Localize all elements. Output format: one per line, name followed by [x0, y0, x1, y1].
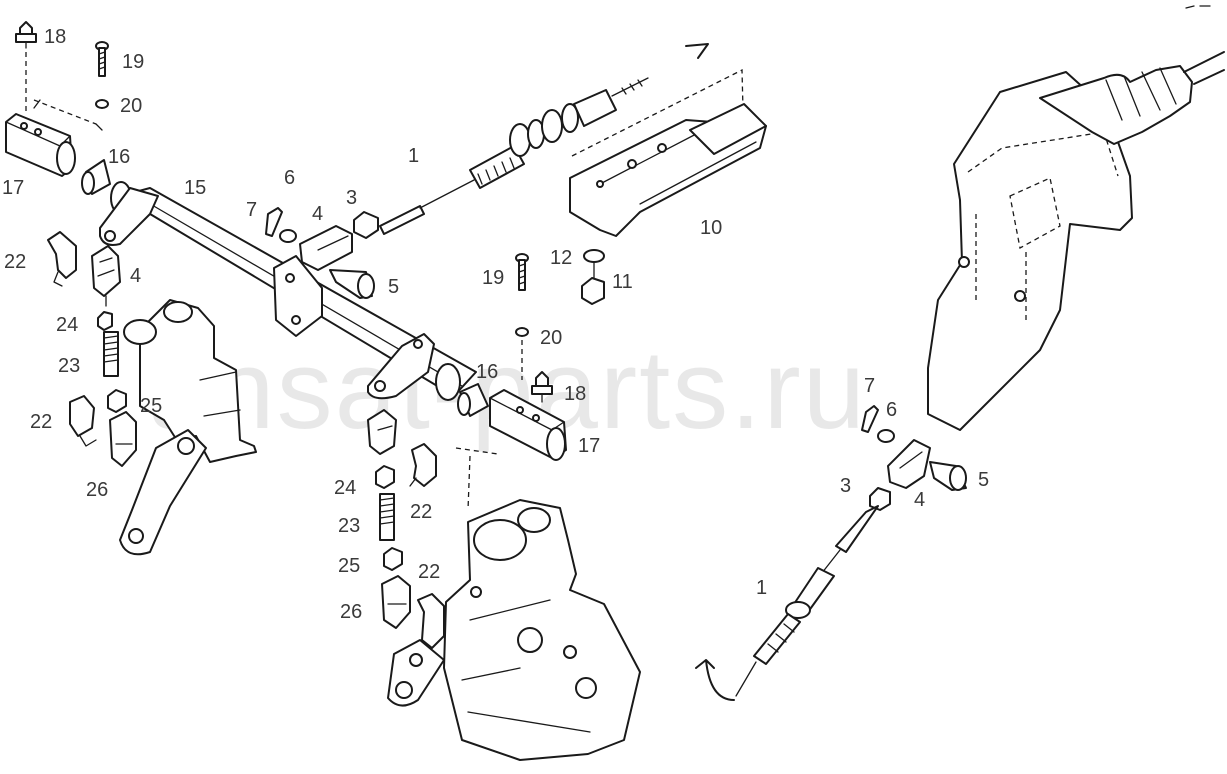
bushing-16-right	[457, 383, 489, 417]
spring-clip-22-a	[47, 231, 77, 287]
callout-6-b: 6	[886, 399, 897, 421]
callout-24-b: 24	[334, 477, 356, 499]
callout-18-top: 18	[44, 26, 66, 48]
nipple-18-right	[531, 371, 553, 403]
callout-12: 12	[550, 247, 572, 269]
nut-25-a	[107, 389, 127, 413]
callout-22-c: 22	[410, 501, 432, 523]
bushing-16-left	[81, 159, 111, 195]
callout-11: 11	[612, 271, 633, 293]
accelerator-pedal	[927, 5, 1225, 431]
clevis-4-left	[91, 245, 121, 307]
pin-5-a	[329, 269, 375, 299]
nut-3-b	[869, 487, 891, 511]
sleeve-17-right	[489, 389, 567, 461]
split-pin-7-b	[861, 405, 879, 433]
callout-17-left: 17	[2, 177, 24, 199]
clevis-26-b	[381, 575, 411, 629]
bolt-19-middle	[515, 253, 529, 291]
clevis-4-pedal	[887, 439, 931, 489]
threaded-rod-23-a	[103, 331, 119, 377]
callout-22-b: 22	[30, 411, 52, 433]
callout-23-b: 23	[338, 515, 360, 537]
callout-15: 15	[184, 177, 206, 199]
callout-4-pedal: 4	[914, 489, 925, 511]
callout-1-pedal: 1	[756, 577, 767, 599]
callout-25-b: 25	[338, 555, 360, 577]
nut-24-b	[375, 465, 395, 489]
nut-25-b	[383, 547, 403, 571]
callout-7-b: 7	[864, 375, 875, 397]
callout-23-a: 23	[58, 355, 80, 377]
callout-19-middle: 19	[482, 267, 504, 289]
spring-clip-22-b	[69, 395, 97, 447]
nut-3-a	[353, 211, 379, 239]
sleeve-17-left	[5, 99, 103, 177]
washer-20-middle	[515, 327, 529, 380]
bracket-10	[569, 68, 767, 237]
clevis-26-a	[109, 411, 137, 467]
threaded-rod-23-b	[379, 493, 395, 541]
callout-16-right: 16	[476, 361, 498, 383]
bolt-11	[581, 261, 605, 305]
control-cable-1-pedal	[695, 505, 879, 701]
callout-24-a: 24	[56, 314, 78, 336]
callout-5-a: 5	[388, 276, 399, 298]
clevis-4-right	[367, 409, 397, 455]
spring-clip-22-c	[409, 443, 437, 487]
washer-6-b	[877, 429, 895, 443]
callout-3-a: 3	[346, 187, 357, 209]
clevis-4-middle	[299, 225, 353, 271]
washer-20-top	[95, 99, 109, 109]
callout-6-a: 6	[284, 167, 295, 189]
callout-16-left: 16	[108, 146, 130, 168]
callout-19-top: 19	[122, 51, 144, 73]
callout-20-middle: 20	[540, 327, 562, 349]
callout-26-b: 26	[340, 601, 362, 623]
injection-pump-left	[119, 299, 257, 556]
callout-7-a: 7	[246, 199, 257, 221]
callout-25-a: 25	[140, 395, 162, 417]
callout-1-top: 1	[408, 145, 419, 167]
split-pin-7-a	[265, 207, 283, 237]
callout-17-right: 17	[578, 435, 600, 457]
washer-12	[583, 249, 605, 263]
callout-3-b: 3	[840, 475, 851, 497]
nipple-18-top	[15, 21, 37, 112]
callout-4-middle: 4	[312, 203, 323, 225]
callout-22-a: 22	[4, 251, 26, 273]
pin-5-b	[929, 461, 967, 491]
injection-pump-middle	[387, 447, 641, 761]
shaft-15	[99, 181, 477, 401]
callout-10: 10	[700, 217, 722, 239]
washer-6-a	[279, 229, 297, 243]
callout-5-b: 5	[978, 469, 989, 491]
callout-4-left: 4	[130, 265, 141, 287]
bolt-19-top	[95, 41, 109, 77]
spring-clip-22-d	[417, 593, 445, 649]
callout-22-d: 22	[418, 561, 440, 583]
callout-20-top: 20	[120, 95, 142, 117]
callout-26-a: 26	[86, 479, 108, 501]
callout-18-right: 18	[564, 383, 586, 405]
nut-24-a	[97, 311, 113, 331]
control-cable-1-top	[379, 43, 709, 235]
